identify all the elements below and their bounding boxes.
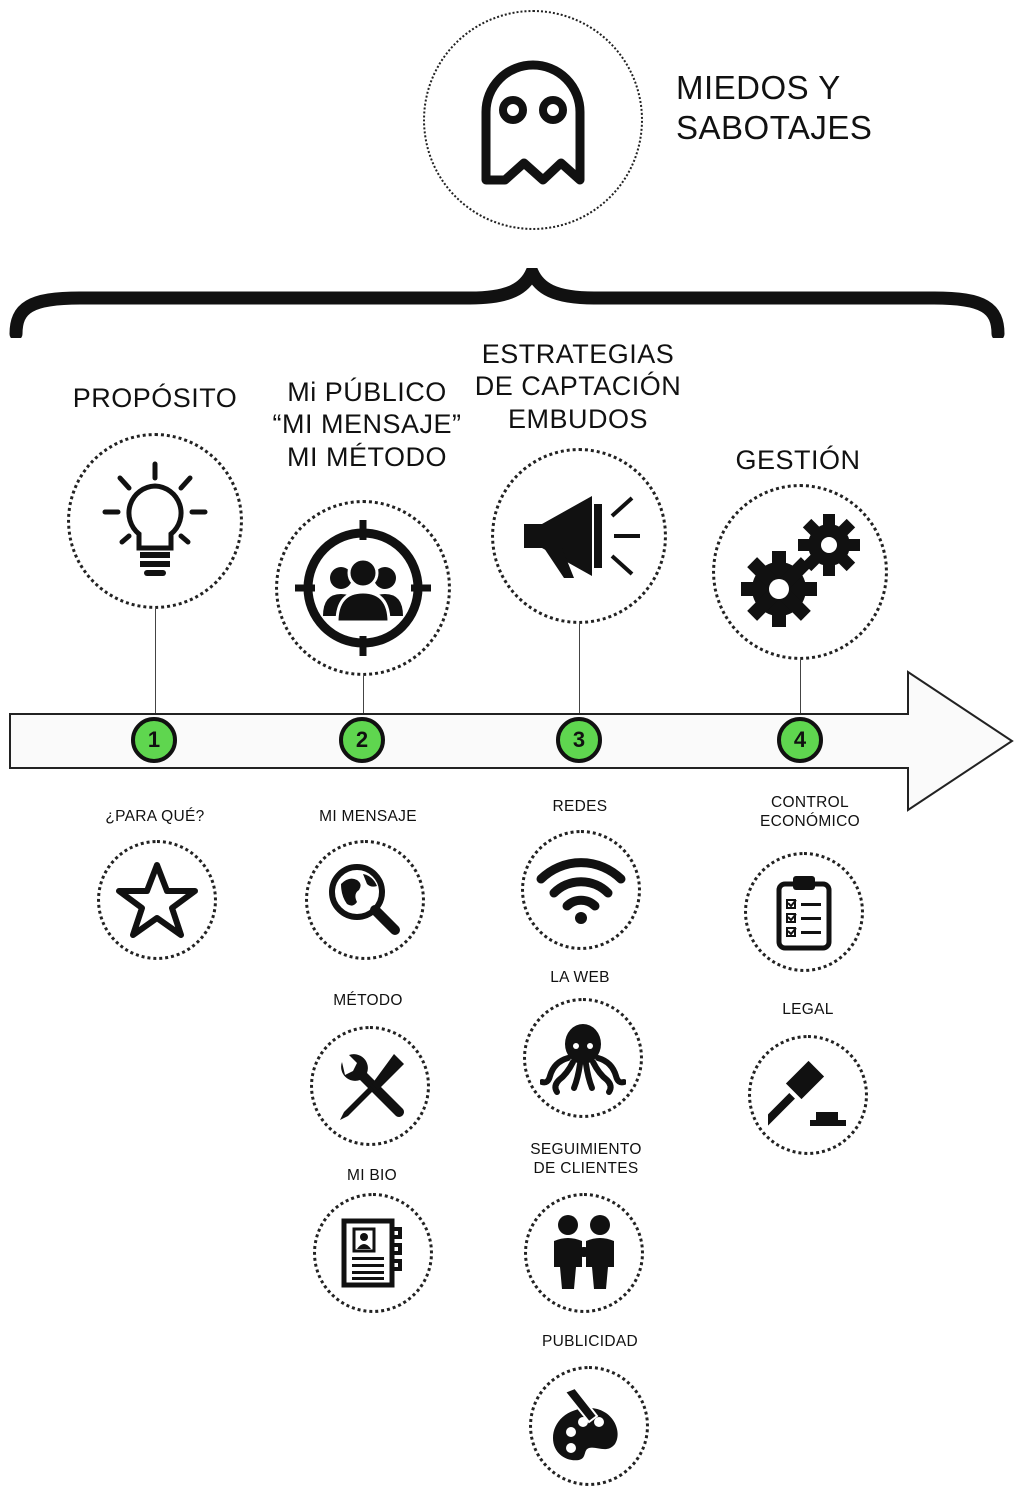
- substep-label-metodo: MÉTODO: [288, 992, 448, 1011]
- tools-icon: [340, 1054, 404, 1120]
- substep-circle-mi-mensaje: [305, 840, 425, 960]
- gears-icon: [741, 514, 860, 627]
- substep-circle-publicidad: [529, 1366, 649, 1486]
- resume-icon: [341, 1218, 402, 1288]
- substep-label-la-web: LA WEB: [500, 969, 660, 988]
- stage-title-line: EMBUDOS: [507, 403, 649, 434]
- wifi-icon: [536, 858, 626, 924]
- ghost-circle: [423, 10, 643, 230]
- stage-title-line: PROPÓSITO: [72, 383, 238, 413]
- step-badge-4: 4: [777, 717, 823, 763]
- gavel-icon: [768, 1060, 846, 1127]
- header-title-line: MIEDOS Y: [676, 69, 841, 106]
- lightbulb-icon: [102, 461, 208, 576]
- stage-title-line: ESTRATEGIAS: [481, 339, 675, 369]
- substep-label-publicidad: PUBLICIDAD: [500, 1333, 680, 1352]
- stage-title-2: Mi PÚBLICO “MI MENSAJE” MI MÉTODO: [262, 376, 472, 473]
- stage-title-4: GESTIÓN: [700, 444, 896, 476]
- curly-brace: [9, 268, 1005, 338]
- substep-label-line: SEGUIMIENTO: [530, 1141, 642, 1158]
- step-badge-1: 1: [131, 717, 177, 763]
- substep-circle-la-web: [523, 998, 643, 1118]
- substep-label-line: ¿PARA QUÉ?: [105, 808, 205, 825]
- substep-label-mi-bio: MI BIO: [292, 1167, 452, 1186]
- ghost-icon: [481, 60, 585, 185]
- substep-label-line: REDES: [552, 798, 608, 815]
- step-badge-2: 2: [339, 717, 385, 763]
- step-badge-3: 3: [556, 717, 602, 763]
- header-title-line: SABOTAJES: [676, 109, 873, 147]
- palette-icon: [553, 1386, 618, 1461]
- people-icon: [554, 1215, 614, 1289]
- substep-label-line: LA WEB: [550, 969, 610, 986]
- substep-label-redes: REDES: [500, 798, 660, 817]
- substep-label-line: PUBLICIDAD: [541, 1333, 639, 1350]
- substep-label-line: CONTROL: [771, 794, 849, 811]
- star-icon: [116, 862, 198, 938]
- header-title: MIEDOS Y SABOTAJES: [676, 68, 872, 149]
- substep-label-line: LEGAL: [782, 1001, 834, 1018]
- substep-label-line: MÉTODO: [333, 992, 403, 1009]
- substep-circle-seguimiento: [524, 1193, 644, 1313]
- stage-title-line: DE CAPTACIÓN: [474, 371, 682, 402]
- substep-label-seguimiento: SEGUIMIENTO DE CLIENTES: [496, 1141, 676, 1178]
- substep-circle-para-que: [97, 840, 217, 960]
- substep-label-mi-mensaje: MI MENSAJE: [288, 808, 448, 827]
- stage-title-line: “MI MENSAJE”: [272, 409, 462, 440]
- substep-label-line: MI MENSAJE: [319, 808, 417, 825]
- timeline-arrow: [9, 670, 1014, 812]
- stage-title-1: PROPÓSITO: [60, 382, 250, 414]
- substep-circle-legal: [748, 1035, 868, 1155]
- stage-title-line: MI MÉTODO: [286, 441, 447, 472]
- stage-title-3: ESTRATEGIAS DE CAPTACIÓN EMBUDOS: [470, 338, 686, 435]
- substep-label-line: DE CLIENTES: [533, 1159, 639, 1177]
- substep-circle-redes: [521, 830, 641, 950]
- stage-icon-circle-1: [67, 433, 243, 609]
- stage-title-line: GESTIÓN: [735, 445, 861, 475]
- connector-line-1: [155, 609, 156, 719]
- substep-circle-metodo: [310, 1026, 430, 1146]
- stage-icon-circle-3: [491, 448, 667, 624]
- megaphone-icon: [524, 496, 640, 578]
- connector-line-4: [800, 660, 801, 719]
- substep-label-para-que: ¿PARA QUÉ?: [80, 808, 230, 827]
- stage-icon-circle-2: [275, 500, 451, 676]
- connector-line-2: [363, 676, 364, 719]
- stage-title-line: Mi PÚBLICO: [287, 377, 447, 407]
- target-audience-icon: [295, 520, 431, 656]
- substep-label-legal: LEGAL: [728, 1001, 888, 1020]
- substep-label-line: ECONÓMICO: [759, 812, 860, 830]
- substep-circle-control-economico: [744, 852, 864, 972]
- substep-label-control-economico: CONTROL ECONÓMICO: [722, 794, 898, 831]
- connector-line-3: [579, 624, 580, 719]
- substep-circle-mi-bio: [313, 1193, 433, 1313]
- globe-search-icon: [329, 864, 400, 935]
- octopus-icon: [540, 1024, 626, 1095]
- stage-icon-circle-4: [712, 484, 888, 660]
- substep-label-line: MI BIO: [346, 1167, 398, 1184]
- clipboard-checklist-icon: [776, 876, 832, 951]
